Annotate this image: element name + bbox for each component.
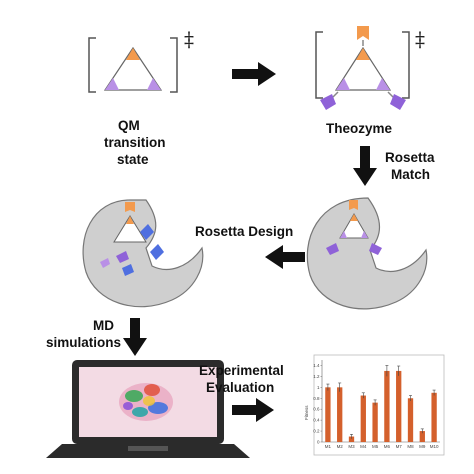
bar-M8 <box>407 398 414 442</box>
orange-group <box>356 48 370 60</box>
qm-label-line-3: state <box>117 152 149 167</box>
bar-M5 <box>372 402 378 442</box>
orange-group <box>126 48 140 60</box>
arrow-to-rosetta-match <box>353 146 377 186</box>
matched-enzyme-figure <box>306 197 428 310</box>
bar-M10 <box>431 392 437 442</box>
y-tick-label: 0.4 <box>313 418 320 423</box>
x-tick-label: M1 <box>325 444 332 449</box>
designed-residue-1 <box>140 224 154 240</box>
residue-left <box>326 243 339 255</box>
left-bracket <box>88 37 96 93</box>
arrow-to-theozyme <box>232 62 276 86</box>
experimental-label-line-1: Experimental <box>199 363 284 378</box>
x-tick-label: M6 <box>384 444 391 449</box>
x-tick-label: M7 <box>396 444 403 449</box>
chart-ylabel: Fitness <box>304 405 309 420</box>
purple-residue <box>100 258 110 268</box>
residue-top <box>349 200 358 210</box>
right-bracket <box>170 37 178 93</box>
qm-label-line-1: QM <box>118 118 140 133</box>
y-tick-label: 1.2 <box>313 374 320 379</box>
laptop-trackpad <box>128 446 168 451</box>
fitness-bar-chart: Fitness 0 0.2 0.4 0.6 0.8 1 1.2 1.4M1 M2 M3 M4 M5 M6… <box>304 354 445 456</box>
rosetta-match-label-line-2: Match <box>391 167 430 182</box>
md-label-line-2: simulations <box>46 335 121 350</box>
residue-top <box>125 202 135 212</box>
residue-left <box>116 251 129 263</box>
arrow-to-md-simulations <box>123 318 147 356</box>
triangle-scaffold <box>113 215 147 243</box>
x-tick-label: M3 <box>348 444 355 449</box>
md-label-line-1: MD <box>93 318 114 333</box>
bar-M6 <box>384 370 390 442</box>
purple-group-right <box>361 231 368 238</box>
left-bracket <box>315 31 323 99</box>
x-tick-label: M5 <box>372 444 379 449</box>
rosetta-match-label-line-1: Rosetta <box>385 150 435 165</box>
bar-M2 <box>337 387 343 442</box>
triangle-scaffold <box>334 46 392 91</box>
y-tick-label: 0 <box>317 440 320 445</box>
triangle-scaffold <box>103 46 163 91</box>
designed-enzyme-figure <box>82 199 204 308</box>
y-tick-label: 0.8 <box>313 396 320 401</box>
residue-left <box>320 94 336 110</box>
designed-residue-2 <box>150 244 164 260</box>
arrow-to-rosetta-design <box>265 245 305 269</box>
purple-group-left <box>336 78 350 90</box>
orange-group <box>126 216 134 224</box>
purple-group-right <box>147 78 161 90</box>
x-tick-label: M4 <box>360 444 367 449</box>
y-tick-label: 1 <box>317 385 320 390</box>
purple-group-right <box>376 78 390 90</box>
y-tick-label: 0.2 <box>313 429 320 434</box>
enzyme-scaffold-shape <box>82 199 204 308</box>
qm-label-line-2: transition <box>104 135 166 150</box>
purple-group-left <box>105 78 119 90</box>
transition-state-dagger: ‡ <box>184 27 194 51</box>
bar-M1 <box>325 387 331 442</box>
qm-transition-state-figure: ‡ <box>88 27 194 93</box>
y-tick-label: 0.6 <box>313 407 320 412</box>
arrow-to-chart <box>232 398 274 422</box>
bar-M3 <box>348 436 355 442</box>
bar-M7 <box>396 370 402 442</box>
x-tick-label: M10 <box>430 444 439 449</box>
bar-M9 <box>419 431 425 442</box>
triangle-scaffold <box>339 213 369 239</box>
y-tick-label: 1.4 <box>313 363 320 368</box>
experimental-label-line-2: Evaluation <box>206 380 274 395</box>
x-tick-label: M8 <box>407 444 414 449</box>
rosetta-design-label: Rosetta Design <box>195 224 293 239</box>
bar-M4 <box>360 395 366 442</box>
residue-top <box>357 26 369 40</box>
theozyme-label: Theozyme <box>326 121 393 136</box>
residue-right <box>369 243 382 255</box>
right-bracket <box>402 31 410 99</box>
enzyme-scaffold-shape <box>306 197 428 310</box>
protein-structure-image <box>119 383 173 421</box>
theozyme-dagger: ‡ <box>415 27 425 51</box>
laptop-figure <box>46 360 250 458</box>
x-tick-label: M2 <box>337 444 344 449</box>
theozyme-figure: ‡ <box>315 26 425 110</box>
purple-group-left <box>340 231 347 238</box>
x-tick-label: M9 <box>419 444 426 449</box>
orange-group <box>350 214 358 221</box>
designed-residue-3 <box>122 264 134 276</box>
residue-right <box>390 94 406 110</box>
